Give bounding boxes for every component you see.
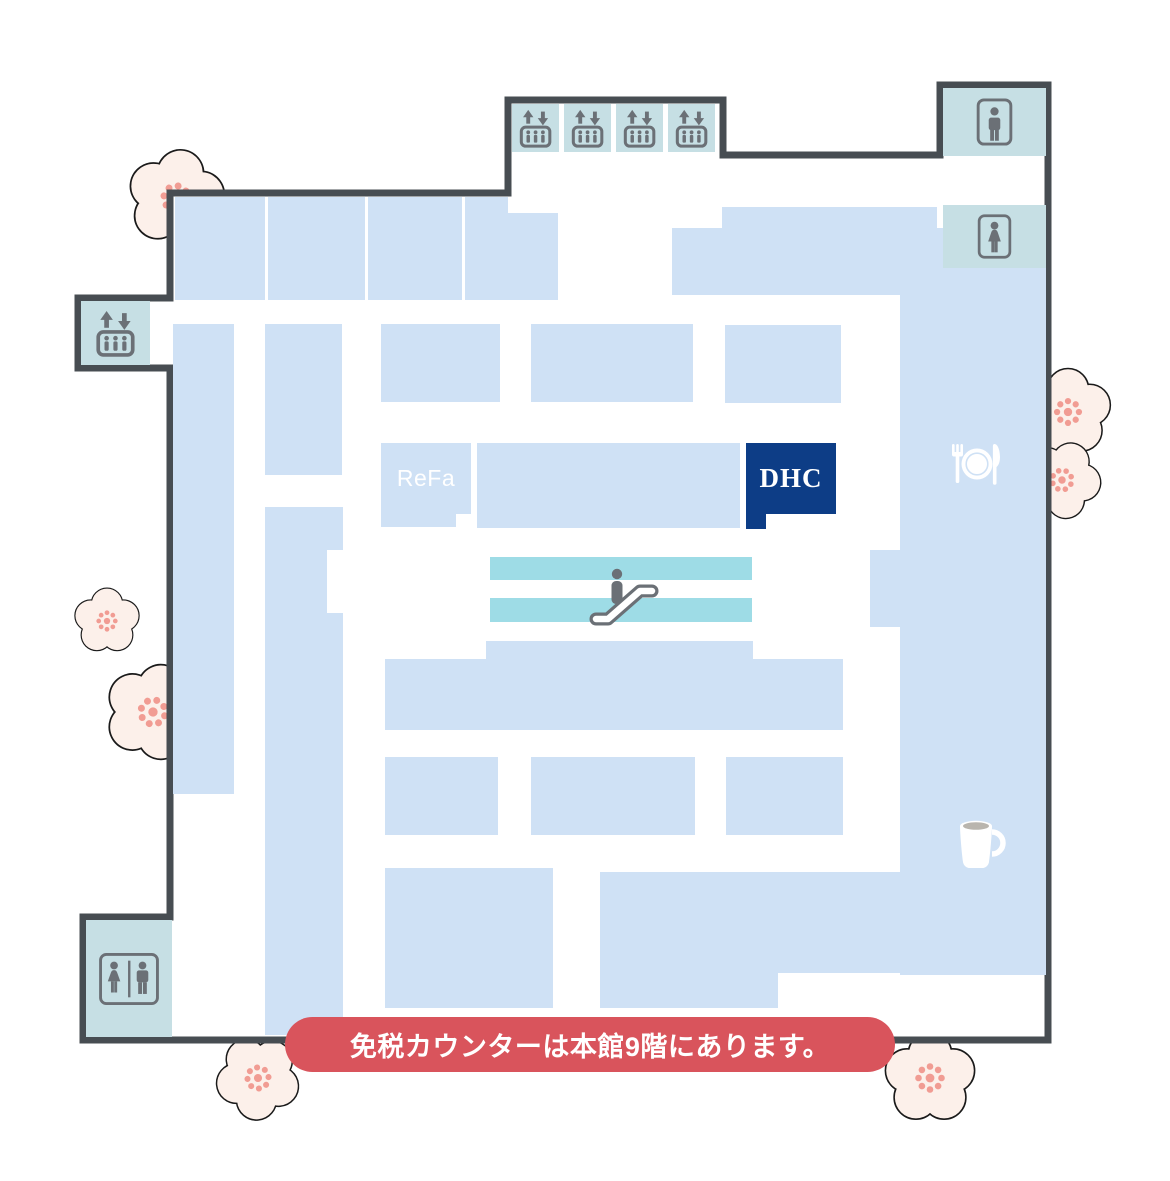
elevator-icon (623, 109, 655, 148)
escalator-lane (490, 557, 752, 580)
elevator-icon (571, 109, 603, 148)
store-label-refa: ReFa (396, 465, 456, 491)
store-block (600, 973, 778, 1008)
store-block (268, 197, 365, 300)
store-block (465, 197, 508, 300)
store-label-dhc: DHC (759, 463, 823, 493)
restaurant-icon (952, 444, 1000, 485)
store-block (531, 757, 695, 835)
elevator-box (564, 104, 611, 152)
store-block (726, 757, 843, 835)
elevator-box (668, 104, 715, 152)
store-block (385, 659, 843, 730)
restroom-icon (99, 952, 159, 1005)
store-block (381, 324, 500, 402)
store-block (722, 207, 937, 229)
store-block-refa (381, 443, 471, 514)
store-block-dhc (746, 514, 766, 529)
store-block-refa (381, 514, 456, 527)
womens-restroom-icon (977, 214, 1012, 259)
restaurant-marker (944, 440, 1006, 488)
tax-free-banner: 免税カウンターは本館9階にあります。 (285, 1017, 895, 1072)
store-block (173, 324, 234, 794)
store-block (175, 197, 265, 300)
store-block (368, 197, 462, 300)
womens-restroom-box (943, 205, 1046, 268)
cafe-mug-icon (960, 820, 1006, 869)
store-block (672, 228, 902, 295)
store-block (385, 757, 498, 835)
store-block (531, 324, 693, 402)
store-block (265, 324, 342, 475)
elevator-icon (95, 311, 135, 357)
elevator-icon (519, 109, 551, 148)
store-block-dhc (746, 443, 836, 514)
corridor-notch (327, 550, 343, 613)
store-block (600, 872, 900, 973)
store-block (725, 325, 841, 403)
elevator-icon (675, 109, 707, 148)
cafe-marker (952, 812, 1006, 874)
shared-restroom-box (86, 920, 172, 1037)
escalator-icon (589, 568, 659, 626)
mens-restroom-box (943, 88, 1046, 156)
escalator-marker (582, 556, 662, 636)
store-block (870, 550, 900, 627)
elevator-box (512, 104, 559, 152)
elevator-box (616, 104, 663, 152)
store-block (508, 213, 558, 300)
store-block (477, 443, 740, 528)
elevator-box (81, 301, 150, 365)
store-block (486, 641, 753, 659)
store-block (385, 868, 553, 1008)
mens-restroom-icon (976, 98, 1013, 146)
